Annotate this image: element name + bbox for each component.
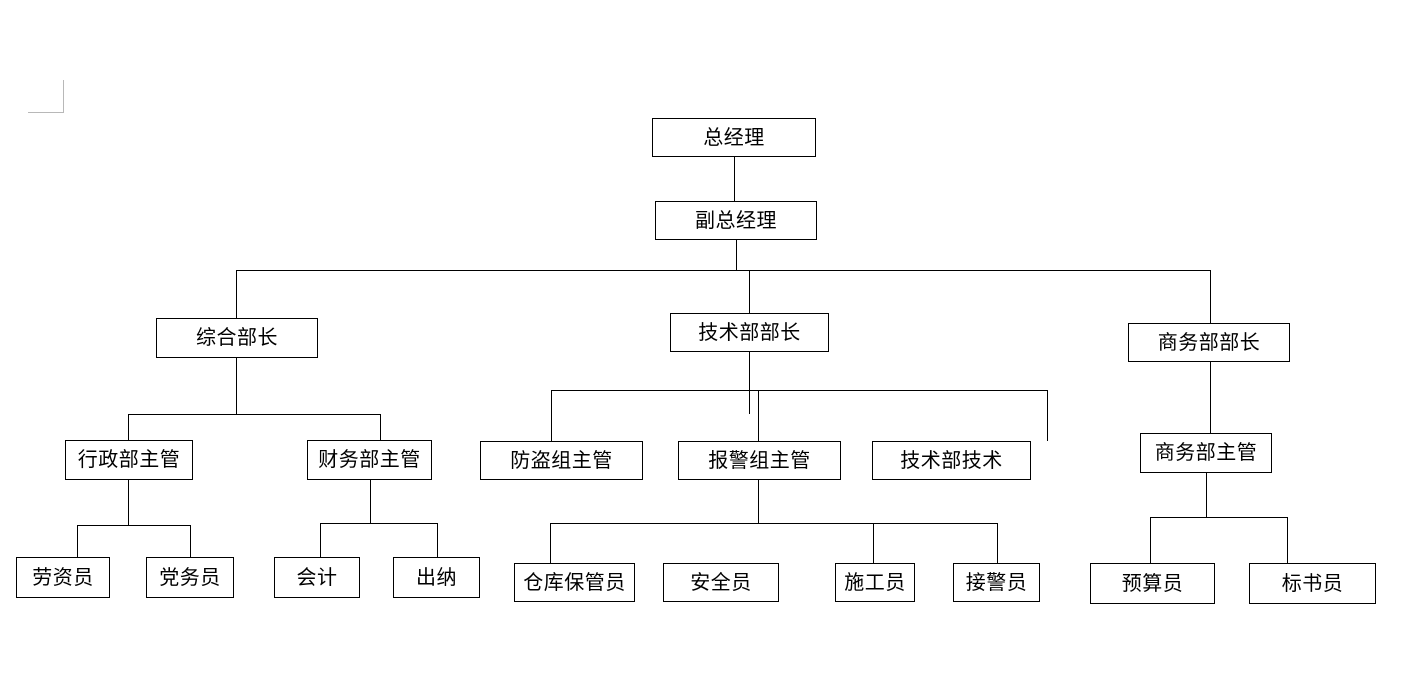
connector-zonghe-drop [236,358,237,414]
org-node-label: 行政部主管 [77,449,181,471]
org-node[interactable]: 技术部技术 [872,441,1031,480]
connector-jishu-drop [749,352,750,414]
connector-zonghe-stub [236,300,237,318]
org-node[interactable]: 行政部主管 [65,440,193,480]
org-node[interactable]: 标书员 [1249,563,1376,604]
connector-baojing-children-bus [550,523,997,524]
connector-jishu-children-bus [551,390,1047,391]
org-node-label: 预算员 [1121,572,1184,595]
org-node[interactable]: 会计 [274,557,360,598]
org-node[interactable]: 预算员 [1090,563,1215,604]
org-node[interactable]: 总经理 [652,118,816,157]
connector-bus-to-shangwu [1210,270,1211,323]
connector-caiwu-children-bus [320,523,437,524]
connector-bus-to-kuaiji [320,523,321,557]
org-node-label: 安全员 [690,571,752,594]
connector-deputy-drop-to-bus [736,240,737,271]
org-node[interactable]: 副总经理 [655,201,817,240]
org-node-label: 报警组主管 [708,449,811,472]
page-margin-mark-horizontal [28,112,64,113]
connector-bus-to-jishubu-jishu [1047,390,1048,441]
org-node[interactable]: 商务部主管 [1140,433,1272,473]
org-node-label: 防盗组主管 [510,449,613,472]
org-node[interactable]: 接警员 [953,563,1040,602]
connector-bus-to-cangku [550,523,551,563]
org-node[interactable]: 综合部长 [156,318,318,358]
org-node-label: 综合部长 [196,327,278,349]
org-node[interactable]: 安全员 [663,563,779,602]
org-node[interactable]: 出纳 [393,557,480,598]
connector-zonghe-children-bus [128,414,380,415]
connector-xingzheng-children-bus [77,525,190,526]
connector-bus-to-laozi [77,525,78,557]
connector-xingzheng-drop [128,480,129,525]
org-node[interactable]: 防盗组主管 [480,441,643,480]
org-node[interactable]: 技术部部长 [670,313,829,352]
org-node-label: 总经理 [703,126,765,149]
connector-bus-to-xingzheng [128,414,129,440]
connector-shangwu-children-bus [1150,517,1287,518]
org-node-label: 劳资员 [32,566,94,589]
page-margin-mark-vertical [63,80,64,113]
connector-bus-to-caiwu [380,414,381,440]
org-node-label: 仓库保管员 [523,571,626,594]
connector-level2-bus [236,270,1211,271]
org-node-label: 技术部部长 [698,321,801,344]
connector-general-manager-to-deputy [734,157,735,201]
connector-bus-to-dangwu [190,525,191,557]
connector-shangwu-zhuguan-drop [1206,473,1207,517]
org-node-label: 标书员 [1281,572,1344,595]
org-node-label: 施工员 [844,571,906,594]
connector-caiwu-drop [370,480,371,523]
connector-bus-to-biaoshu [1287,517,1288,563]
org-node[interactable]: 财务部主管 [307,440,432,480]
connector-bus-to-yusuan [1150,517,1151,563]
org-node-label: 副总经理 [695,209,777,232]
org-node[interactable]: 党务员 [146,557,234,598]
org-node[interactable]: 报警组主管 [678,441,841,480]
connector-fangdao-stub [551,415,552,441]
connector-bus-to-chuna [437,523,438,557]
org-node-label: 技术部技术 [900,449,1003,472]
org-node[interactable]: 仓库保管员 [514,563,635,602]
connector-bus-to-jiejing [997,523,998,563]
org-node[interactable]: 施工员 [835,563,915,602]
org-node-label: 商务部部长 [1157,331,1261,354]
org-node[interactable]: 劳资员 [16,557,110,598]
org-node-label: 党务员 [159,566,221,589]
connector-bus-to-zonghe [236,270,237,318]
connector-bus-to-baojing [758,390,759,441]
org-node-label: 商务部主管 [1154,442,1258,464]
connector-bus-to-shigong [873,523,874,563]
connector-baojing-drop [758,480,759,523]
org-node-label: 接警员 [965,571,1028,594]
org-node[interactable]: 商务部部长 [1128,323,1290,362]
connector-shangwu-drop [1210,362,1211,433]
connector-bus-to-jishu [749,270,750,313]
org-node-label: 会计 [296,566,338,589]
org-node-label: 财务部主管 [318,449,421,471]
org-node-label: 出纳 [416,566,457,589]
